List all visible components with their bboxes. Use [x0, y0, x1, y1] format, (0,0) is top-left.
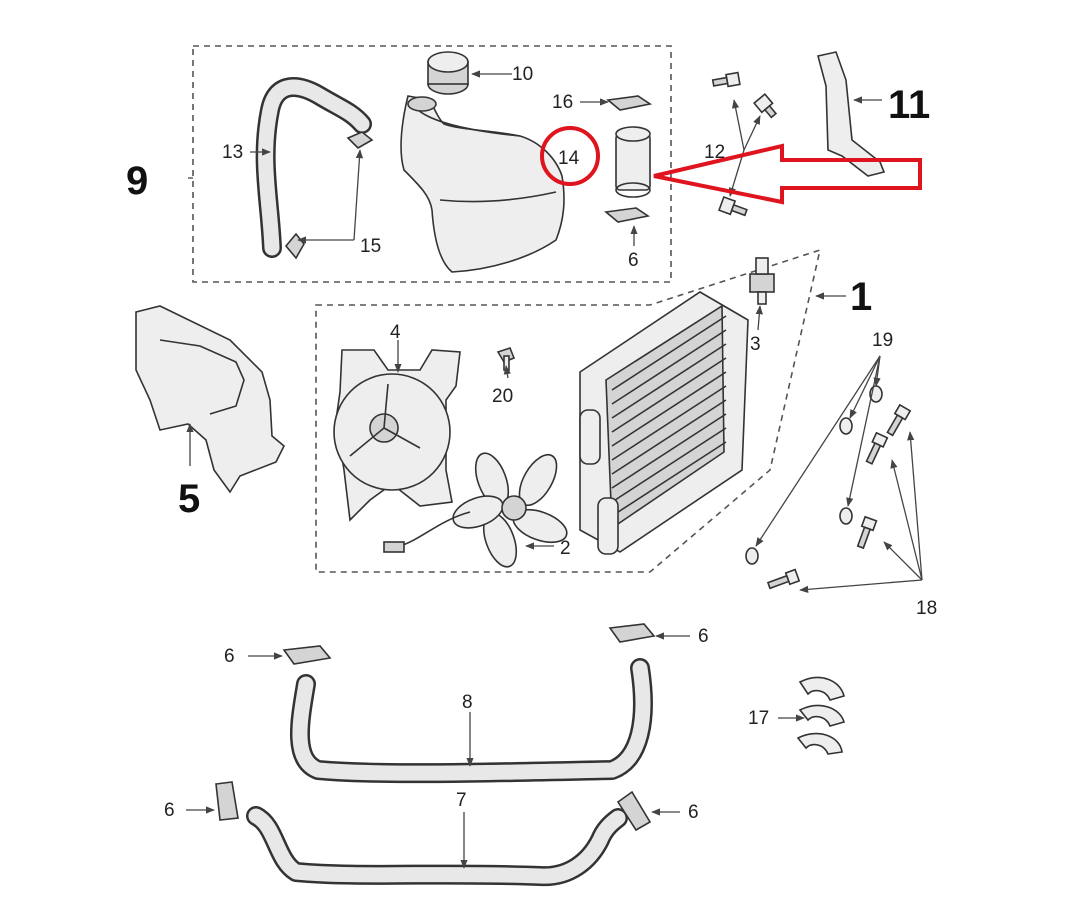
callout-8: 8: [462, 692, 473, 713]
callout-3: 3: [750, 334, 761, 355]
temp-switch-3: [749, 257, 775, 305]
callout-17: 17: [748, 708, 769, 729]
expansion-tank: [400, 95, 565, 273]
group-label-5: 5: [178, 477, 200, 521]
callout-7: 7: [456, 790, 467, 811]
callout-19: 19: [872, 330, 893, 351]
callout-20: 20: [492, 386, 513, 407]
group-label-9: 9: [126, 159, 148, 203]
clip-15-upper: [346, 131, 374, 149]
clips-17: [796, 676, 845, 755]
clip-6-upper: [604, 207, 651, 223]
cover-5: [135, 305, 285, 494]
group-9-box: [192, 45, 672, 283]
callout-10: 10: [512, 64, 533, 85]
callout-15: 15: [360, 236, 381, 257]
tank-cap-10: [427, 51, 469, 95]
clip-6-hose8-left: [282, 645, 332, 665]
fan-2: [383, 452, 568, 568]
tube-14: [615, 126, 651, 198]
hose-7: [246, 806, 628, 887]
bracket-11: [817, 51, 886, 177]
clip-6-hose8-right: [608, 623, 656, 643]
callout-6-hose8-right: 6: [698, 626, 709, 647]
callout-6-upper: 6: [628, 250, 639, 271]
callout-16: 16: [552, 92, 573, 113]
clip-15-lower: [284, 232, 305, 260]
fan-shroud-4: [333, 349, 461, 522]
group-1-box: [315, 248, 822, 573]
callout-18: 18: [916, 598, 937, 619]
callout-2: 2: [560, 538, 571, 559]
group-label-1: 1: [850, 275, 872, 319]
callout-12: 12: [704, 142, 725, 163]
group-label-11: 11: [888, 83, 930, 127]
hose-13: [255, 77, 372, 258]
callout-6-hose8-left: 6: [224, 646, 235, 667]
bolts-12: [711, 71, 778, 217]
callout-14: 14: [558, 148, 580, 169]
clip-16: [606, 95, 653, 111]
clip-6-hose7-right: [616, 790, 652, 832]
callout-6-hose7-right: 6: [688, 802, 699, 823]
callout-13: 13: [222, 142, 243, 163]
radiator-1: [579, 291, 749, 555]
highlight-arrow: [653, 143, 922, 205]
hose-8: [289, 658, 653, 784]
highlight-circle: [540, 126, 600, 186]
bolts-18-19: [745, 385, 912, 590]
callout-4: 4: [390, 322, 401, 343]
clip-6-hose7-left: [215, 781, 239, 821]
callout-6-hose7-left: 6: [164, 800, 175, 821]
leader-lines: [186, 70, 923, 869]
